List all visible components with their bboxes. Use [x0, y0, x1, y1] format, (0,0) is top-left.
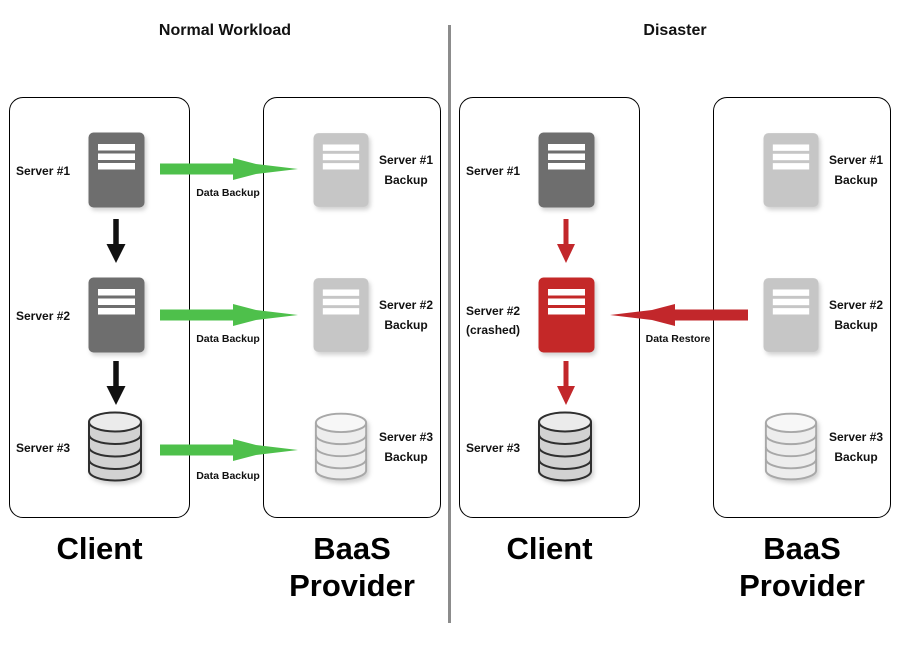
server-1-backup-icon [313, 132, 369, 208]
down-arrow-icon [104, 360, 128, 406]
server-2-label: Server #2 [16, 309, 71, 323]
backup-label-line1: Server #1 [378, 153, 434, 167]
data-backup-label: Data Backup [196, 470, 260, 482]
baas-caption-line1: BaaS [763, 531, 841, 566]
server-3-backup-label: Server #3 Backup [816, 427, 896, 467]
client-caption: Client [506, 531, 593, 566]
server-3-database-icon [535, 410, 595, 485]
data-backup-arrow-icon [160, 437, 298, 463]
data-restore-arrow-icon [610, 302, 748, 328]
disaster-title: Disaster [643, 22, 707, 39]
server-1-backup-label: Server #1 Backup [366, 150, 446, 190]
baas-caption-line2: Provider [289, 568, 415, 603]
panel-disaster: Disaster Server #1 Server #2 (crashed) [450, 0, 900, 650]
panel-normal-workload: Normal Workload Server #1 Server #2 [9, 22, 446, 604]
data-restore-label: Data Restore [645, 333, 711, 345]
server-3-backup-database-icon [312, 410, 370, 485]
server-3-label: Server #3 [16, 441, 71, 455]
backup-label-line2: Backup [834, 318, 878, 332]
server-2-crashed-note: (crashed) [466, 323, 521, 337]
server-1-icon [88, 132, 145, 208]
backup-label-line1: Server #2 [828, 298, 884, 312]
backup-label-line2: Backup [384, 318, 428, 332]
data-backup-label: Data Backup [196, 187, 260, 199]
baas-provider-caption: BaaS Provider [713, 530, 891, 604]
server-3-database-icon [85, 410, 145, 485]
backup-label-line2: Backup [834, 450, 878, 464]
down-arrow-red-icon [554, 218, 578, 264]
server-2-backup-icon [313, 277, 369, 353]
server-3-label: Server #3 [466, 441, 521, 455]
backup-label-line1: Server #3 [828, 430, 884, 444]
server-2-crashed-icon [538, 277, 595, 353]
server-2-icon [88, 277, 145, 353]
server-3-backup-database-icon [762, 410, 820, 485]
server-1-label: Server #1 [466, 164, 521, 178]
backup-label-line2: Backup [834, 173, 878, 187]
baas-provider-caption: BaaS Provider [263, 530, 441, 604]
server-1-label: Server #1 [16, 164, 71, 178]
data-backup-arrow-icon [160, 302, 298, 328]
client-caption: Client [56, 531, 143, 566]
server-2-backup-label: Server #2 Backup [816, 295, 896, 335]
server-1-backup-icon [763, 132, 819, 208]
normal-workload-title: Normal Workload [158, 22, 292, 39]
server-3-backup-label: Server #3 Backup [366, 427, 446, 467]
data-backup-label: Data Backup [196, 333, 260, 345]
server-2-backup-icon [763, 277, 819, 353]
baas-caption-line1: BaaS [313, 531, 391, 566]
server-2-backup-label: Server #2 Backup [366, 295, 446, 335]
server-1-icon [538, 132, 595, 208]
backup-label-line1: Server #2 [378, 298, 434, 312]
down-arrow-icon [104, 218, 128, 264]
server-2-crashed-label: Server #2 (crashed) [466, 302, 542, 340]
backup-label-line1: Server #3 [378, 430, 434, 444]
baas-caption-line2: Provider [739, 568, 865, 603]
data-backup-arrow-icon [160, 156, 298, 182]
server-2-name: Server #2 [466, 304, 521, 318]
backup-label-line2: Backup [384, 173, 428, 187]
server-1-backup-label: Server #1 Backup [816, 150, 896, 190]
down-arrow-red-icon [554, 360, 578, 406]
backup-label-line1: Server #1 [828, 153, 884, 167]
backup-label-line2: Backup [384, 450, 428, 464]
panel-divider [448, 25, 451, 623]
